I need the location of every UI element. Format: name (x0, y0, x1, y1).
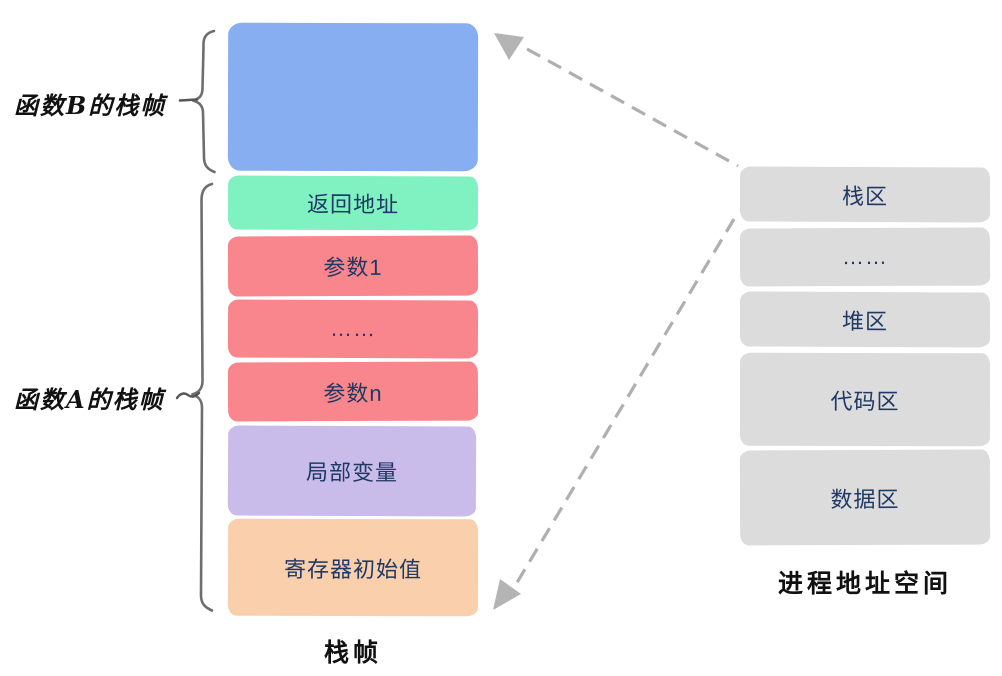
region-block-label: …… (841, 243, 889, 270)
label-function-a-frame: 函数A的栈帧 (14, 385, 165, 414)
region-block-ellipsis: …… (739, 227, 991, 287)
stack-block-param-n: 参数n (227, 361, 479, 422)
stack-block-param-1: 参数1 (227, 235, 479, 297)
label-function-b-frame: 函数B的栈帧 (14, 91, 167, 120)
stack-block-label: …… (329, 315, 377, 342)
stack-block-param-ellipsis: …… (227, 299, 479, 359)
stack-block-register-initial-values: 寄存器初始值 (227, 518, 479, 617)
region-block-label: 栈区 (841, 183, 889, 209)
dashed-arrow-top (494, 33, 739, 168)
region-block-code: 代码区 (739, 352, 991, 447)
stack-block-label: 参数1 (323, 254, 383, 281)
arrow-head-bottom (493, 579, 521, 610)
region-block-data: 数据区 (739, 449, 991, 546)
address-space-caption: 进程地址空间 (777, 569, 952, 598)
brace-function-b (178, 29, 216, 174)
region-block-heap: 堆区 (739, 291, 991, 348)
brace-function-a (175, 182, 214, 612)
region-block-label: 数据区 (830, 486, 900, 512)
dashed-arrow-bottom (493, 218, 736, 610)
stack-frame-caption: 栈帧 (323, 638, 382, 667)
region-block-label: 代码区 (830, 388, 900, 414)
arrow-head-top (494, 33, 524, 60)
stack-block-frame-b-body (227, 22, 479, 172)
stack-block-label: 局部变量 (305, 459, 399, 486)
stack-block-label: 参数n (323, 380, 383, 406)
stack-block-label: 寄存器初始值 (283, 556, 423, 582)
stack-block-local-variables: 局部变量 (227, 425, 477, 517)
stack-block-label: 返回地址 (306, 191, 400, 218)
stack-block-return-address: 返回地址 (227, 175, 479, 231)
region-block-stack: 栈区 (739, 166, 991, 223)
region-block-label: 堆区 (841, 308, 889, 334)
